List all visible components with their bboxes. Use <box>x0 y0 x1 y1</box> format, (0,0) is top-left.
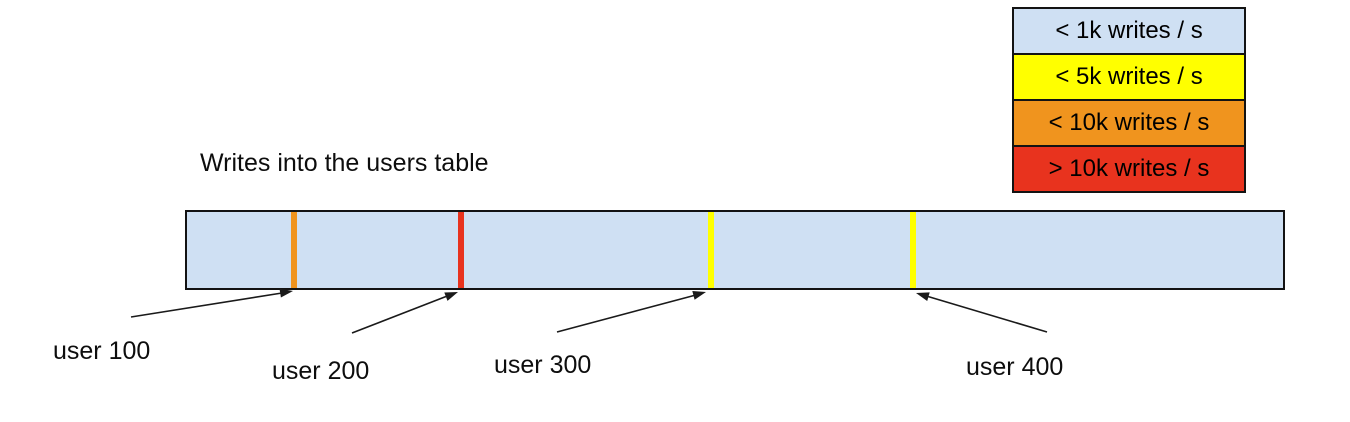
legend-item-lt-5k: < 5k writes / s <box>1012 53 1246 101</box>
legend-item-label: < 5k writes / s <box>1055 63 1203 90</box>
label-user-400: user 400 <box>966 353 1064 381</box>
legend-item-lt-10k: < 10k writes / s <box>1012 99 1246 147</box>
legend-item-lt-1k: < 1k writes / s <box>1012 7 1246 55</box>
legend-item-label: < 10k writes / s <box>1048 109 1210 136</box>
users-table-bar <box>185 210 1285 290</box>
write-marker-user-200 <box>458 212 464 288</box>
write-marker-user-400 <box>910 212 916 288</box>
legend-item-gt-10k: > 10k writes / s <box>1012 145 1246 193</box>
arrow-user-300 <box>556 291 706 333</box>
diagram-title: Writes into the users table <box>200 149 489 177</box>
label-user-300: user 300 <box>494 351 592 379</box>
write-marker-user-100 <box>291 212 297 288</box>
label-user-100: user 100 <box>53 337 151 365</box>
arrow-user-200 <box>351 292 458 334</box>
label-user-200: user 200 <box>272 357 370 385</box>
legend-item-label: < 1k writes / s <box>1055 17 1203 44</box>
arrow-user-100 <box>130 288 293 318</box>
write-marker-user-300 <box>708 212 714 288</box>
legend: < 1k writes / s < 5k writes / s < 10k wr… <box>1012 7 1246 193</box>
legend-item-label: > 10k writes / s <box>1048 155 1210 182</box>
arrow-user-400 <box>916 292 1048 333</box>
